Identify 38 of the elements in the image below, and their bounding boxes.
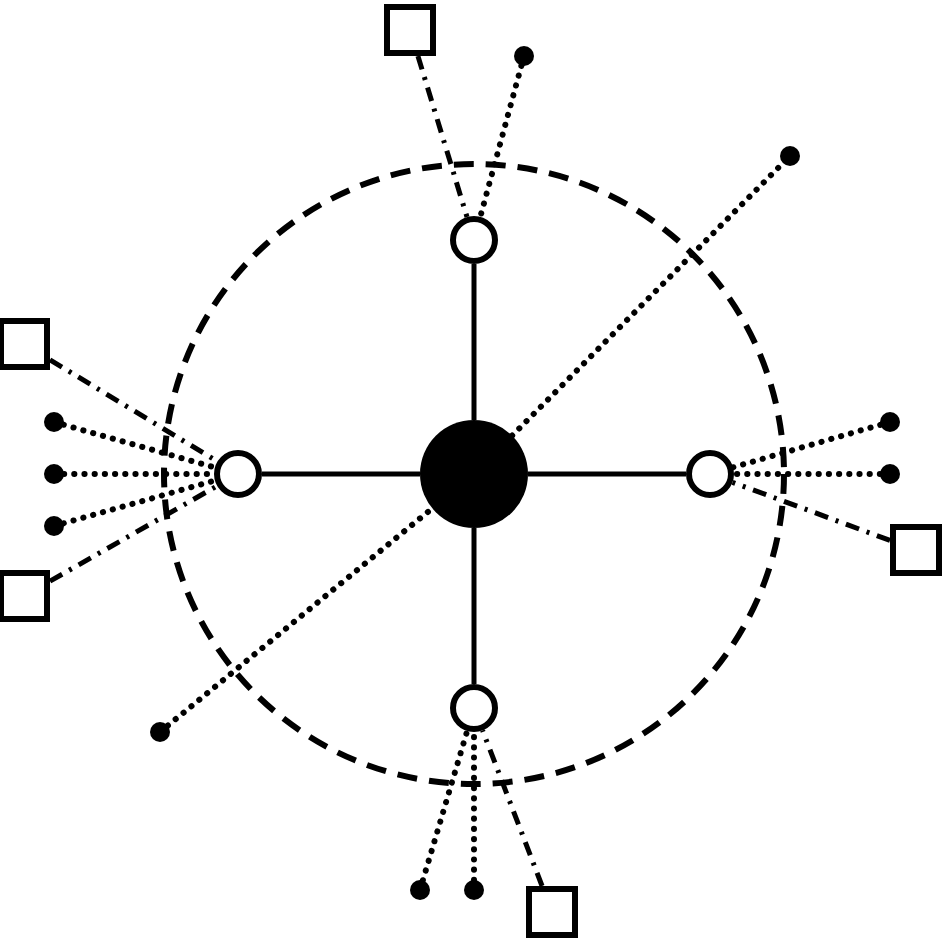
open-circle-node <box>450 684 498 732</box>
dotted-line <box>730 421 884 471</box>
dotted-line <box>60 421 218 471</box>
small-dot <box>880 464 900 484</box>
dotted-line <box>477 62 525 220</box>
connector-line <box>262 471 420 477</box>
dotted-line <box>164 505 436 729</box>
open-circle-node <box>686 450 734 498</box>
dash-dot-line <box>480 729 545 887</box>
dash-dot-line <box>415 55 470 218</box>
small-dot <box>150 722 170 742</box>
small-dot <box>880 412 900 432</box>
small-dot <box>780 146 800 166</box>
square-node <box>384 4 436 56</box>
connector-line <box>471 264 477 420</box>
square-node <box>890 524 942 576</box>
connector-line <box>471 528 477 684</box>
dash-dot-line <box>731 479 891 543</box>
square-node <box>0 570 50 622</box>
open-circle-node <box>214 450 262 498</box>
small-dot <box>44 516 64 536</box>
square-node <box>0 318 50 370</box>
small-dot <box>410 880 430 900</box>
dash-dot-line <box>48 357 219 464</box>
dotted-line <box>509 160 786 439</box>
dotted-line <box>419 728 471 884</box>
filled-circle-node <box>420 420 528 528</box>
square-node <box>526 886 578 938</box>
dotted-line <box>60 477 218 527</box>
dotted-line <box>731 471 883 477</box>
small-dot <box>44 464 64 484</box>
small-dot <box>464 880 484 900</box>
open-circle-node <box>450 216 498 264</box>
dash-dot-line <box>48 483 219 584</box>
dotted-line <box>471 729 477 883</box>
small-dot <box>514 46 534 66</box>
connector-line <box>528 471 686 477</box>
small-dot <box>44 412 64 432</box>
